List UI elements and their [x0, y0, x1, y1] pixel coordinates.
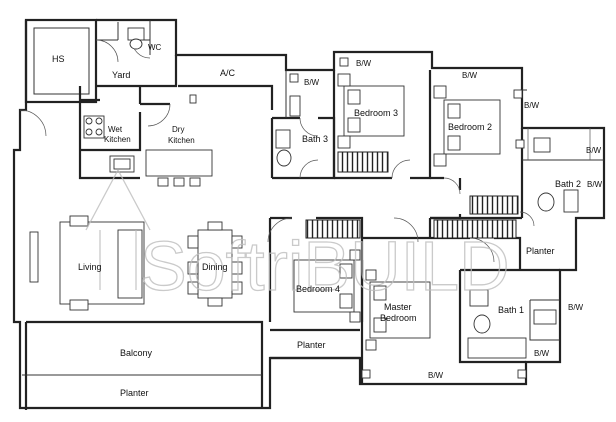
label-bw-bath2-b: B/W: [587, 180, 603, 189]
wardrobes: [305, 151, 519, 239]
label-bedroom3: Bedroom 3: [354, 108, 398, 118]
label-bedroom2: Bedroom 2: [448, 122, 492, 132]
label-bw-right: B/W: [524, 101, 540, 110]
label-planter-mid: Planter: [297, 340, 326, 350]
furniture: [29, 27, 579, 379]
label-wet-kitchen-1: Wet: [108, 125, 123, 134]
label-dry-kitchen-1: Dry: [172, 125, 184, 134]
label-master-1: Master: [384, 302, 412, 312]
label-planter-bottom: Planter: [120, 388, 149, 398]
label-living: Living: [78, 262, 102, 272]
watermark-text: SoftriBUILD: [140, 227, 510, 305]
label-bw-bath3: B/W: [304, 78, 320, 87]
label-bw-bath1: B/W: [568, 303, 584, 312]
label-balcony: Balcony: [120, 348, 153, 358]
label-wc: WC: [148, 43, 162, 52]
interior-walls: [22, 20, 604, 410]
room-labels: HS WC Yard A/C B/W B/W B/W B/W Wet Kitch…: [52, 43, 603, 398]
label-bw-bottom: B/W: [534, 349, 550, 358]
label-yard: Yard: [112, 70, 130, 80]
label-hs: HS: [52, 54, 65, 64]
label-dining: Dining: [202, 262, 228, 272]
label-planter-right: Planter: [526, 246, 555, 256]
label-bw-top: B/W: [356, 59, 372, 68]
label-ac: A/C: [220, 68, 236, 78]
label-bw-master: B/W: [428, 371, 444, 380]
door-swings: [19, 39, 535, 263]
label-bath1: Bath 1: [498, 305, 524, 315]
label-dry-kitchen-2: Kitchen: [168, 136, 195, 145]
label-bedroom4: Bedroom 4: [296, 284, 340, 294]
label-bw-bath2-a: B/W: [586, 146, 602, 155]
label-bath3: Bath 3: [302, 134, 328, 144]
label-wet-kitchen-2: Kitchen: [104, 135, 131, 144]
label-master-2: Bedroom: [380, 313, 417, 323]
label-bath2: Bath 2: [555, 179, 581, 189]
watermark-logo: SoftriBUILD: [85, 168, 510, 306]
label-bw-top2: B/W: [462, 71, 478, 80]
